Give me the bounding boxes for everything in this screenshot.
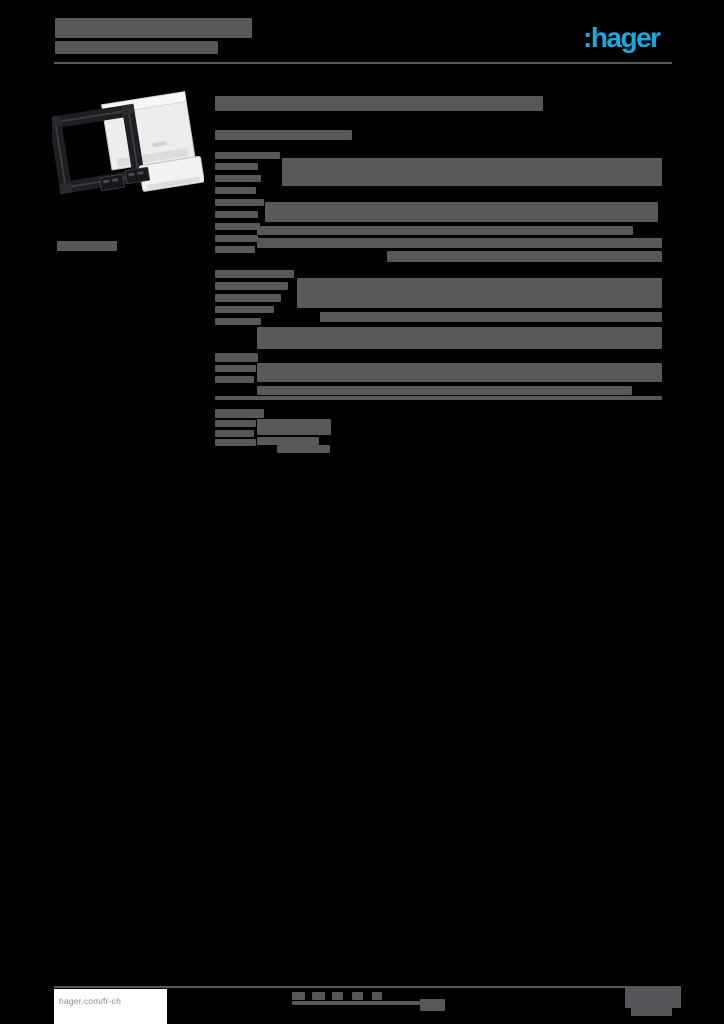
header-divider [54,62,672,64]
certification-mark-icon [332,992,343,1000]
product-photo-image [52,91,204,195]
char-value-redacted [215,396,662,400]
char-value-redacted [257,327,662,349]
header-subtitle-line-redacted [55,41,218,54]
char-value-redacted [297,278,662,308]
product-reference-redacted [57,241,117,251]
certification-mark-icon [372,992,382,1000]
char-value-redacted [282,158,662,186]
certification-mark-icon [312,992,325,1000]
char-label-redacted [215,365,256,372]
hager-logo: :hager [583,22,661,53]
char-value-redacted [387,251,662,262]
footer-legal-text-redacted [292,1001,420,1005]
char-label-redacted [215,420,256,427]
char-label-redacted [215,376,254,383]
char-label-redacted [215,439,256,446]
char-label-redacted [215,223,260,230]
char-value-redacted [320,312,662,322]
char-label-redacted [215,246,255,253]
char-label-redacted [215,235,258,242]
characteristics-heading-redacted [215,130,352,140]
char-label-redacted [215,282,288,290]
char-value-redacted [257,363,662,382]
char-label-redacted [215,199,264,206]
char-label-redacted [215,318,261,325]
char-value-redacted [265,202,658,222]
header-title-line-1-redacted [55,18,252,38]
footer-website-link[interactable]: hager.com/fr-ch [59,996,122,1006]
char-value-redacted [257,419,331,435]
char-label-redacted [215,175,261,182]
certification-mark-icon [292,992,305,1000]
footer-signature-mark [420,999,445,1011]
certification-mark-icon [352,992,363,1000]
char-label-redacted [215,270,294,278]
footer-divider [54,986,672,988]
char-label-redacted [215,211,258,218]
char-value-redacted [257,226,633,235]
char-label-redacted [215,430,254,437]
page-number-tab [631,1008,672,1016]
char-subheading-redacted [215,409,264,418]
document-title-redacted [215,96,543,111]
char-label-redacted [215,163,258,170]
char-subheading-redacted [215,353,258,362]
char-label-redacted [215,306,274,313]
char-label-redacted [215,187,256,194]
char-label-redacted [215,152,280,159]
signature-squiggle-mark [277,445,330,453]
page-number-box [625,986,681,1008]
char-value-redacted [257,238,662,248]
char-value-redacted [257,437,319,445]
char-label-redacted [215,294,281,302]
footer-website-box: hager.com/fr-ch [54,989,167,1024]
char-value-redacted [257,386,632,395]
